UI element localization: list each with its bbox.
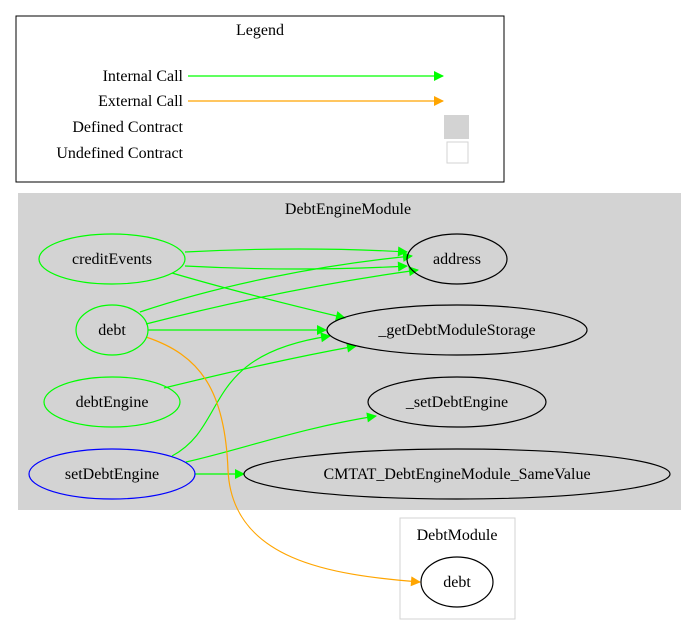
cluster-debt-module: DebtModule — [399, 517, 516, 620]
node-creditevents-label: creditEvents — [72, 251, 152, 268]
legend: Legend Internal Call External Call Defin… — [15, 15, 505, 183]
node-debtengine-label: debtEngine — [76, 394, 149, 411]
edge-debtengine-to-getdebtmodulestorage — [163, 342, 357, 389]
edge-setdebtengine-to-getdebtmodulestorage — [171, 332, 331, 457]
node-cmtat-samevalue-label: CMTAT_DebtEngineModule_SameValue — [323, 466, 590, 483]
node-setdebtengine-internal[interactable]: _setDebtEngine — [367, 376, 547, 428]
legend-defined-contract-swatch — [444, 115, 469, 139]
node-debt-label: debt — [98, 322, 126, 339]
legend-internal-call-label: Internal Call — [103, 68, 184, 85]
node-debtengine[interactable]: debtEngine — [43, 376, 181, 428]
edge-creditevents-to-address-1 — [184, 246, 408, 257]
legend-frame — [15, 15, 505, 183]
legend-title: Legend — [236, 22, 284, 39]
cluster-debt-engine-module-background — [18, 193, 681, 510]
edge-debt-to-address-2 — [145, 266, 419, 325]
edges — [139, 246, 421, 587]
cluster-debt-engine-module-title: DebtEngineModule — [285, 201, 411, 218]
node-debt[interactable]: debt — [75, 304, 149, 356]
node-getdebtmodulestorage[interactable]: _getDebtModuleStorage — [326, 304, 588, 356]
cluster-debt-module-frame — [399, 517, 516, 620]
edge-debt-to-address-1 — [139, 251, 413, 313]
node-setdebtengine-internal-label: _setDebtEngine — [405, 394, 508, 411]
node-setdebtengine[interactable]: setDebtEngine — [28, 448, 196, 500]
edge-creditevents-to-address-2 — [184, 261, 408, 272]
node-cmtat-samevalue[interactable]: CMTAT_DebtEngineModule_SameValue — [243, 448, 671, 500]
cluster-debt-engine-module: DebtEngineModule — [18, 193, 681, 510]
legend-undefined-contract-swatch — [446, 141, 469, 164]
nodes: creditEvents debt debtEngine setDebtEngi… — [28, 233, 671, 608]
edge-debt-to-debtmodule-debt — [145, 336, 421, 587]
legend-undefined-contract-label: Undefined Contract — [56, 145, 183, 162]
node-address-label: address — [433, 251, 481, 268]
node-debtmodule-debt[interactable]: debt — [420, 556, 494, 608]
edge-setdebtengine-to-setdebtengine-internal — [185, 412, 377, 463]
legend-defined-contract-label: Defined Contract — [72, 119, 183, 136]
node-debtmodule-debt-label: debt — [443, 574, 471, 591]
node-creditevents[interactable]: creditEvents — [38, 233, 186, 285]
node-address[interactable]: address — [406, 233, 508, 285]
legend-external-call-label: External Call — [98, 93, 183, 110]
node-getdebtmodulestorage-label: _getDebtModuleStorage — [377, 322, 535, 339]
cluster-debt-module-title: DebtModule — [417, 527, 498, 544]
node-setdebtengine-label: setDebtEngine — [65, 466, 159, 483]
